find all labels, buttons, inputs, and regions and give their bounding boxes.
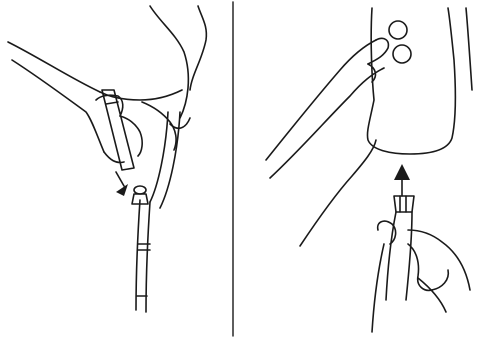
left-hand [8,6,206,163]
left-panel [8,6,206,312]
arrow-up-icon [394,164,410,196]
right-panel [266,8,472,332]
cap [102,90,134,170]
arrow-down-icon [116,172,128,196]
right-lower-hand [372,221,470,332]
tube-connector [132,112,180,312]
bag [367,8,472,154]
tube-connector-right [386,196,414,300]
